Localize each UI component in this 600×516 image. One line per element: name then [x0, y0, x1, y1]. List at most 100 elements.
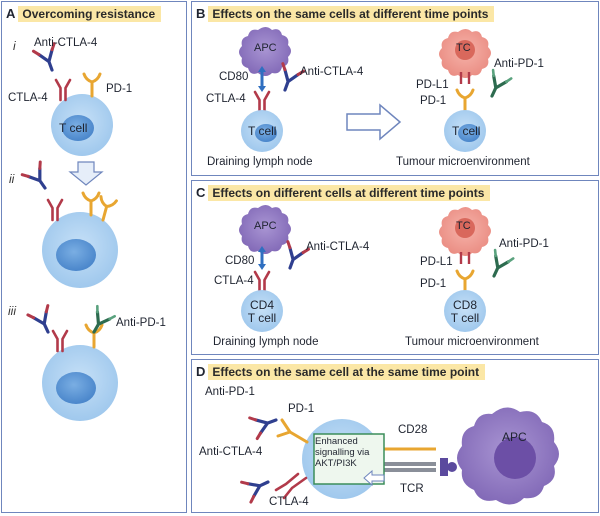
c-anti-ctla4-label: Anti-CTLA-4 [306, 241, 370, 253]
apc-cell-c [239, 205, 291, 254]
anti-ctla4-antibody-ii [20, 160, 56, 196]
b-anti-pd1-label: Anti-PD-1 [494, 58, 544, 70]
d-anti-ctla4-label: Anti-CTLA-4 [199, 446, 263, 458]
panel-d-heading: Effects on the same cell at the same tim… [208, 363, 486, 380]
d-cd28-label: CD28 [398, 424, 428, 436]
d-signal-text: Enhanced signalling via AKT/PI3K [315, 436, 377, 469]
panel-a-graphics [20, 42, 118, 421]
step-ii: ii [9, 172, 15, 186]
panel-d-graphics [239, 407, 559, 505]
anti-pd1-antibody-b [481, 68, 513, 102]
b-ctla4-label: CTLA-4 [206, 93, 246, 105]
c-ctla4-label: CTLA-4 [214, 275, 254, 287]
pd1-receptor-ii-a [81, 191, 101, 217]
pd1-receptor-iii [84, 323, 104, 349]
a-anti-ctla4-label: Anti-CTLA-4 [34, 37, 98, 49]
panel-b-graphics [239, 27, 513, 152]
c-tc-label: TC [456, 220, 471, 232]
b-tc-label: TC [456, 42, 471, 54]
right-arrow-icon [346, 103, 402, 141]
d-signal-line2: signalling via [315, 447, 370, 458]
step-iii: iii [8, 304, 16, 318]
ctla4-receptor-d [274, 472, 308, 500]
d-pd1-label: PD-1 [288, 403, 315, 415]
pd1-receptor-c [455, 269, 475, 295]
tumour-nucleus-b [455, 40, 475, 60]
d-apc-label: APC [502, 430, 527, 444]
a-anti-pd1-label: Anti-PD-1 [116, 317, 166, 329]
c-pd1-label: PD-1 [420, 278, 447, 290]
anti-ctla4-antibody-d [239, 470, 275, 504]
c-location-right: Tumour microenvironment [405, 336, 539, 348]
d-tcr-label: TCR [400, 483, 424, 495]
down-arrow-icon [68, 161, 104, 186]
mhc-d [440, 458, 448, 476]
panel-b-heading: Effects on the same cells at different t… [208, 5, 495, 22]
anti-pd1-antibody-c [483, 248, 515, 282]
c-cd4-label: CD4 T cell [240, 299, 284, 325]
apc-nucleus-d [494, 437, 536, 479]
antigen-d [447, 462, 457, 472]
b-t-cell-label: T cell [248, 124, 277, 138]
cd80-arrows-c [258, 246, 266, 270]
anti-pd1-antibody-d [248, 408, 282, 441]
d-anti-pd1-label: Anti-PD-1 [205, 386, 255, 398]
c-cd8-label: CD8 T cell [443, 299, 487, 325]
c-cd4-line1: CD4 [249, 298, 274, 312]
ctla4-receptor-iii [51, 329, 69, 353]
ctla4-receptor-i [54, 78, 72, 102]
tcr-receptor-d-b [380, 468, 436, 472]
pd1-receptor-i [82, 72, 102, 98]
step-i: i [13, 39, 16, 53]
c-location-left: Draining lymph node [213, 336, 319, 348]
b-cd80-label: CD80 [219, 71, 249, 83]
d-signal-line1: Enhanced [315, 436, 358, 447]
panel-a-title: A Overcoming resistance [6, 5, 162, 22]
cd4-t-cell [241, 290, 283, 332]
b-anti-ctla4-label: Anti-CTLA-4 [300, 66, 364, 78]
ctla4-receptor-c [253, 270, 271, 294]
ctla4-receptor-ii [46, 198, 64, 222]
cd80-arrows-b [258, 66, 266, 92]
anti-ctla4-antibody-c [278, 240, 311, 274]
panel-d-title: D Effects on the same cell at the same t… [196, 363, 486, 380]
panel-c-graphics [239, 205, 515, 332]
apc-cell-b [239, 27, 291, 76]
panel-d-letter: D [196, 364, 206, 379]
panel-a-letter: A [6, 6, 16, 21]
t-cell-nucleus-b-left [255, 124, 277, 142]
pd1-receptor-b [455, 88, 475, 114]
panel-c-letter: C [196, 185, 206, 200]
panel-c-heading: Effects on different cells at different … [208, 184, 491, 201]
panel-a-heading: Overcoming resistance [18, 5, 162, 22]
pdl1-receptor-b [459, 72, 471, 84]
a-pd1-label: PD-1 [106, 83, 133, 95]
cd8-t-cell [444, 290, 486, 332]
b-location-left: Draining lymph node [207, 156, 313, 168]
b-pd1-label: PD-1 [420, 95, 447, 107]
t-cell-nucleus-iii [56, 372, 96, 404]
tumour-nucleus-c [455, 218, 475, 238]
panel-b-letter: B [196, 6, 206, 21]
c-cd80-label: CD80 [225, 255, 255, 267]
c-cd8-line2: T cell [450, 311, 480, 325]
t-cell-nucleus-i [62, 115, 94, 141]
panel-b-title: B Effects on the same cells at different… [196, 5, 495, 22]
d-ctla4-label: CTLA-4 [269, 496, 309, 508]
c-apc-label: APC [254, 220, 277, 232]
b-pdl1-label: PD-L1 [416, 79, 449, 91]
c-pdl1-label: PD-L1 [420, 256, 453, 268]
t-cell-nucleus-b-right [458, 124, 480, 142]
c-cd4-line2: T cell [247, 311, 277, 325]
a-t-cell-label: T cell [59, 121, 88, 135]
a-ctla4-label: CTLA-4 [8, 92, 48, 104]
pdl1-receptor-c [459, 252, 471, 264]
panel-c-title: C Effects on different cells at differen… [196, 184, 491, 201]
t-cell-nucleus-ii [56, 239, 96, 271]
b-apc-label: APC [254, 42, 277, 54]
pd1-receptor-d [276, 418, 309, 444]
ctla4-receptor-b [253, 90, 271, 114]
tcr-receptor-d [380, 462, 436, 466]
signal-arrow-icon [363, 469, 385, 487]
